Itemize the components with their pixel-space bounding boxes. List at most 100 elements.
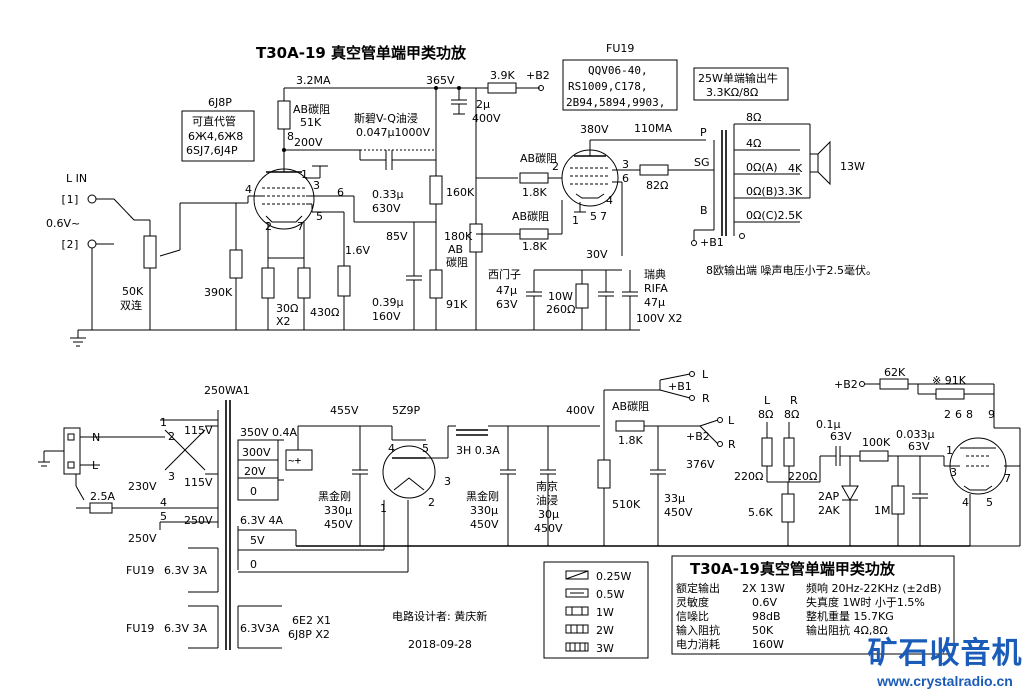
resistor-cathode-16v bbox=[337, 265, 351, 297]
tube-options-line-2: RS1009,C178, bbox=[568, 80, 647, 93]
cap-nanjing-value: 30μ bbox=[538, 508, 559, 521]
cap-rifa-brand-1: 瑞典 bbox=[644, 267, 666, 281]
ot-p-label: P bbox=[700, 126, 707, 139]
speaker-icon bbox=[809, 153, 819, 173]
rectifier-label: 5Z9P bbox=[392, 404, 421, 417]
fu19-pin-6: 6 bbox=[622, 172, 629, 185]
fu19-pin-2: 2 bbox=[552, 160, 559, 173]
resistor-ind-220-r bbox=[783, 437, 795, 467]
r260-value: 260Ω bbox=[546, 303, 575, 316]
pot-type-label: 双连 bbox=[120, 299, 142, 312]
sec-6.3v-4a: 6.3V 4A bbox=[240, 514, 284, 527]
ind-l-label: L bbox=[764, 394, 771, 407]
input-label: L IN bbox=[66, 172, 87, 185]
rect-pin-1: 1 bbox=[380, 502, 387, 515]
resistor-62k bbox=[879, 378, 909, 390]
ind-r-8ohm: 8Ω bbox=[784, 408, 799, 421]
ot-b1-label: +B1 bbox=[700, 236, 724, 249]
r160k-label: 160K bbox=[446, 186, 475, 199]
resistor-510k bbox=[597, 459, 611, 489]
primary-115v-a: 115V bbox=[184, 424, 213, 437]
resistor-100k bbox=[859, 450, 889, 462]
r30-label: 30Ω bbox=[276, 302, 298, 315]
svg-text:信噪比: 信噪比 bbox=[676, 610, 709, 623]
psu-rab-type: AB碳阻 bbox=[612, 399, 649, 413]
cathode-30v: 30V bbox=[586, 248, 608, 261]
b2-label-top: +B2 bbox=[526, 69, 550, 82]
r180k-label: 180K bbox=[444, 230, 473, 243]
fu19-pin-3: 3 bbox=[622, 158, 629, 171]
svg-text:输出阻抗 4Ω,8Ω: 输出阻抗 4Ω,8Ω bbox=[806, 623, 888, 637]
driver-pin-1: 1 bbox=[301, 168, 308, 181]
resistor-5.6k bbox=[781, 493, 795, 523]
cap-rifa-value: 47μ bbox=[644, 296, 665, 309]
fuse-2.5a bbox=[89, 502, 113, 514]
svg-text:整机重量 15.7KG: 整机重量 15.7KG bbox=[806, 609, 894, 623]
rectifier-tube-5z9p bbox=[382, 445, 436, 499]
spec-row-4: 输入阻抗 50K 输出阻抗 4Ω,8Ω bbox=[676, 623, 888, 637]
resistor-260ohm-10w bbox=[575, 283, 589, 309]
r1m-label: 1M bbox=[874, 504, 891, 517]
schematic-title: T30A-19 真空管单端甲类功放 bbox=[256, 44, 467, 62]
cap-hjg1-value: 330μ bbox=[324, 504, 352, 517]
ind-b2-label: +B2 bbox=[834, 378, 858, 391]
spec-info-title: T30A-19真空管单端甲类功放 bbox=[690, 560, 896, 578]
legend-item-1w: 1W bbox=[565, 606, 614, 619]
hv-455v: 455V bbox=[330, 404, 359, 417]
resistor-legend bbox=[543, 561, 649, 659]
tap-0b: 0Ω(B)3.3K bbox=[746, 185, 803, 198]
spec-row-5: 电力消耗 160W bbox=[676, 637, 784, 651]
cap-hjg2-value: 330μ bbox=[470, 504, 498, 517]
svg-text:失真度 1W时 小于1.5%: 失真度 1W时 小于1.5% bbox=[806, 595, 925, 609]
psu-b2-r: R bbox=[728, 438, 736, 451]
driver-current: 3.2MA bbox=[296, 74, 331, 87]
logo-text: 矿石收音机 bbox=[867, 636, 1023, 671]
fu19-plate-current: 110MA bbox=[634, 122, 672, 135]
ind-cap-01-v: 63V bbox=[830, 430, 852, 443]
r51k-type: AB碳阻 bbox=[293, 102, 330, 116]
ot-note-line-2: 3.3KΩ/8Ω bbox=[706, 86, 758, 99]
watermark-logo: 矿石收音机 www.crystalradio.cn bbox=[862, 636, 1028, 696]
ind-cap-0033: 0.033μ bbox=[896, 428, 935, 441]
resistor-390k bbox=[229, 249, 243, 279]
driver-alt-line-1: 6Ж4,6Ж8 bbox=[188, 130, 243, 143]
psu-b1-r: R bbox=[702, 392, 710, 405]
design-date: 2018-09-28 bbox=[408, 638, 472, 651]
noise-note: 8欧输出端 噪声电压小于2.5毫伏。 bbox=[706, 263, 877, 277]
output-transformer bbox=[713, 123, 800, 239]
sec-350v: 350V 0.4A bbox=[240, 426, 298, 439]
rect-pin-4: 4 bbox=[388, 442, 395, 455]
resistor-160k bbox=[429, 175, 443, 205]
svg-text:额定输出: 额定输出 bbox=[676, 581, 720, 595]
resistor-sg-1.8k bbox=[519, 228, 549, 240]
rsg-value: 1.8K bbox=[522, 240, 547, 253]
power-transformer-primary bbox=[159, 400, 231, 650]
heater-tubes-1: 6E2 X1 bbox=[292, 614, 331, 627]
node-1.6v: 1.6V bbox=[345, 244, 370, 257]
r180k-type-1: AB bbox=[448, 243, 463, 256]
resistor-82ohm bbox=[639, 164, 669, 176]
rail-voltage-365: 365V bbox=[426, 74, 455, 87]
fu19-pin-7: 7 bbox=[600, 210, 607, 223]
driver-pin-5: 5 bbox=[316, 210, 323, 223]
sec-300v: 300V bbox=[242, 446, 271, 459]
svg-text:2X 13W: 2X 13W bbox=[742, 582, 785, 595]
cap-33u-value: 33μ bbox=[664, 492, 685, 505]
power-switch bbox=[75, 485, 85, 501]
winding-1: 1 bbox=[160, 416, 167, 429]
resistor-91k bbox=[429, 269, 443, 299]
svg-text:灵敏度: 灵敏度 bbox=[676, 595, 709, 609]
cap-rifa-brand-2: RIFA bbox=[644, 282, 668, 295]
spec-row-3: 信噪比 98dB 整机重量 15.7KG bbox=[676, 609, 894, 623]
rect-pin-5: 5 bbox=[422, 442, 429, 455]
svg-text:频响 20Hz-22KHz (±2dB): 频响 20Hz-22KHz (±2dB) bbox=[806, 581, 942, 595]
driver-pin-7: 7 bbox=[297, 220, 304, 233]
svg-text:1W: 1W bbox=[596, 606, 614, 619]
driver-alt-box bbox=[181, 110, 255, 162]
cap-hjg2-brand: 黑金刚 bbox=[466, 489, 499, 503]
spec-info-box bbox=[671, 555, 955, 655]
psu-rab-value: 1.8K bbox=[618, 434, 643, 447]
svg-text:50K: 50K bbox=[752, 624, 774, 637]
choke-label: 3H 0.3A bbox=[456, 444, 500, 457]
mains-inlet bbox=[38, 427, 160, 475]
